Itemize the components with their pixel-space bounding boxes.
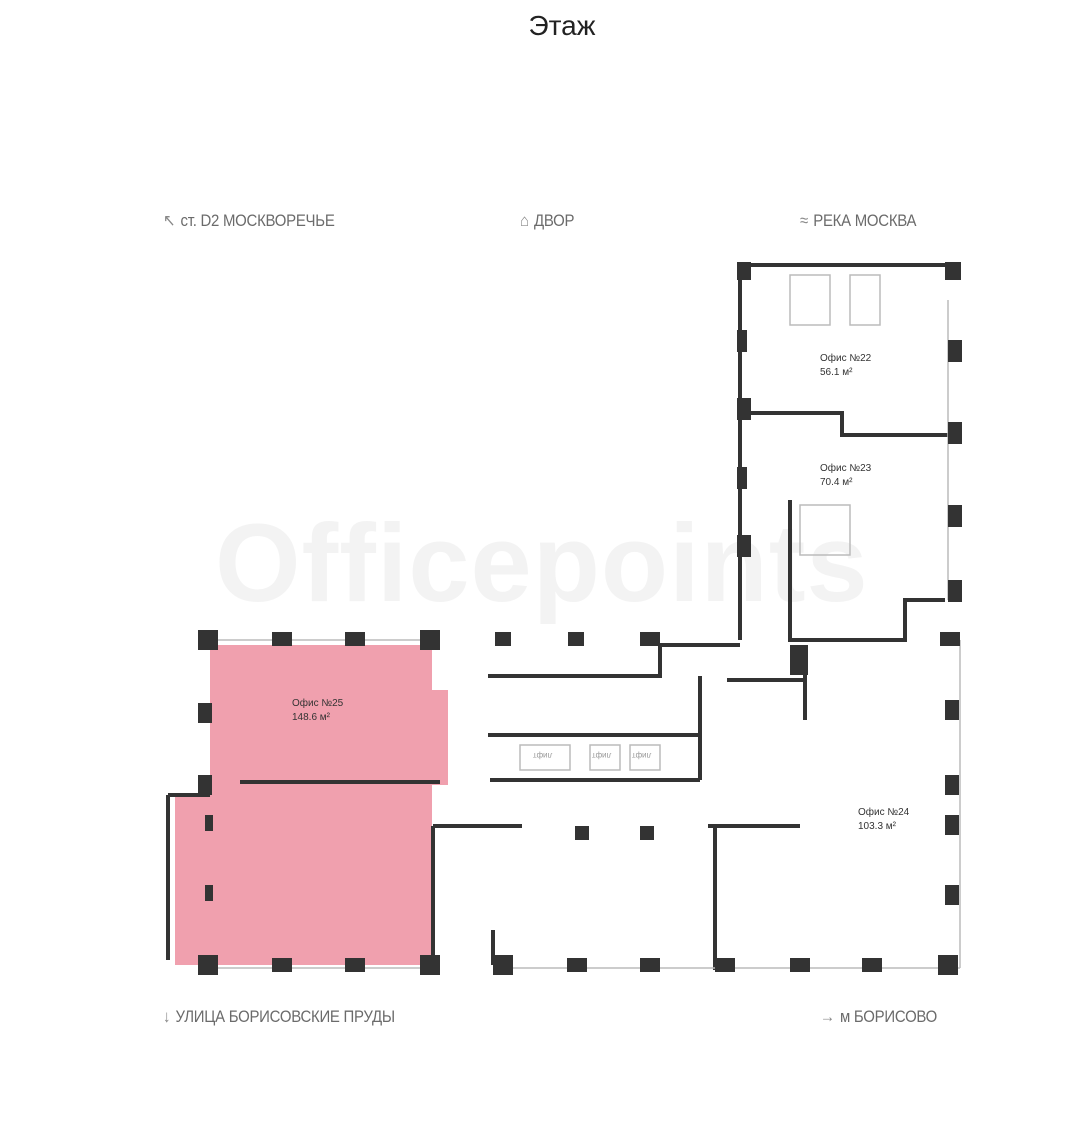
direction-top-right: ≈РЕКА МОСКВА xyxy=(800,211,917,230)
lift-label: лифт xyxy=(592,751,612,760)
arrow-right-icon: → xyxy=(820,1007,835,1026)
lift-label: лифт xyxy=(632,751,652,760)
direction-top-center: ⌂ДВОР xyxy=(520,211,575,230)
page-title: Этаж xyxy=(528,10,596,41)
direction-bottom-left: ↓УЛИЦА БОРИСОВСКИЕ ПРУДЫ xyxy=(163,1007,395,1026)
arrow-down-icon: ↓ xyxy=(163,1007,171,1026)
watermark: Officepoints xyxy=(215,502,869,625)
direction-top-left: ↖ст. D2 МОСКВОРЕЧЬЕ xyxy=(163,211,335,230)
office-25-area[interactable] xyxy=(175,645,448,965)
lift-label: лифт xyxy=(533,751,553,760)
waves-icon: ≈ xyxy=(800,211,808,230)
courtyard-icon: ⌂ xyxy=(520,211,529,230)
arrow-up-left-icon: ↖ xyxy=(163,211,176,230)
direction-bottom-right: →м БОРИСОВО xyxy=(820,1007,938,1026)
